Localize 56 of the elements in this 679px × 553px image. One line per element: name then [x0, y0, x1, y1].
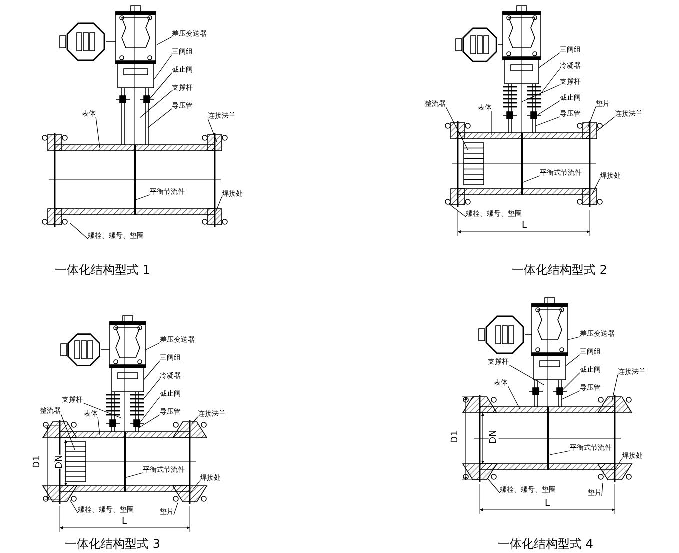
leader-line: [96, 116, 100, 148]
leader-line: [522, 176, 540, 184]
leader-line: [124, 472, 144, 478]
leader-line: [148, 108, 172, 128]
leader-line: [82, 402, 122, 418]
dimension-label: D1: [32, 456, 42, 468]
leader-line: [560, 390, 580, 400]
leader-line: [540, 68, 560, 96]
leader-line: [536, 116, 560, 126]
leader-line: [216, 196, 222, 212]
leader-line: [156, 36, 172, 46]
leader-line: [566, 354, 580, 366]
leader-line: [488, 478, 500, 494]
dimension-label: L: [545, 499, 550, 509]
leader-line: [190, 480, 200, 494]
leader-line: [174, 502, 178, 516]
leader-line: [140, 396, 160, 424]
dimension-label: DN: [488, 430, 499, 444]
leader-line: [550, 450, 570, 456]
leader-line: [142, 378, 160, 400]
leader-line: [538, 100, 560, 116]
leader-line: [60, 414, 76, 450]
figure-caption: 一体化结构型式 2: [512, 263, 608, 277]
leader-line: [140, 90, 172, 118]
leader-line: [568, 336, 580, 340]
leader-line: [562, 372, 580, 392]
leader-line: [138, 414, 160, 428]
leader-line: [150, 72, 172, 100]
dimension-label: DN: [54, 455, 65, 469]
leader-line: [522, 84, 560, 102]
figure-caption: 一体化结构型式 4: [498, 537, 594, 551]
leader-line: [146, 342, 160, 350]
leader-line: [136, 194, 150, 200]
leader-line: [446, 106, 468, 150]
leader-line: [588, 106, 596, 128]
dimension-label: D1: [450, 430, 460, 444]
leader-line: [98, 416, 100, 436]
dimension-label: L: [122, 517, 128, 527]
leader-line: [602, 482, 604, 496]
leader-line: [596, 116, 616, 132]
leader-line: [508, 386, 520, 410]
leader-line: [70, 222, 88, 240]
leader-line: [448, 204, 466, 218]
leader-line: [614, 458, 622, 470]
leader-line: [70, 500, 78, 514]
leader-line: [144, 360, 160, 380]
leader-line: [154, 54, 172, 80]
figure-caption: 一体化结构型式 1: [55, 263, 150, 277]
leader-line: [192, 416, 198, 424]
leader-line: [508, 364, 544, 386]
leader-line: [208, 118, 218, 142]
leader-line: [592, 178, 600, 196]
leader-line: [538, 52, 560, 68]
flowmeter-drawing: [42, 6, 228, 227]
leader-line: [612, 374, 618, 402]
dimension-label: L: [522, 221, 528, 231]
